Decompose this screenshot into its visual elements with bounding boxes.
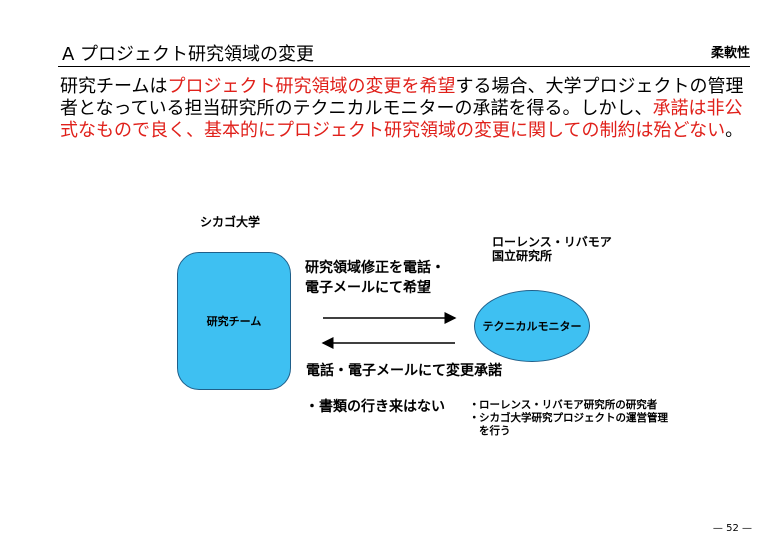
para-segment: する場合、大学プロジェクトの管理者となっている担当研究所のテクニカルモニターの承… [60,76,744,119]
university-label: シカゴ大学 [200,215,261,229]
para-segment: 。 [725,120,744,141]
request-note-line1: 研究領域修正を電話・ [305,260,445,276]
title-underline [58,66,750,67]
note-text: ローレンス・リバモア研究所の研究者 [479,399,658,411]
monitor-notes: ・ローレンス・リバモア研究所の研究者 ・シカゴ大学研究プロジェクトの運営管理を行… [469,399,669,438]
research-team-box: 研究チーム [177,252,291,390]
lab-label-line1: ローレンス・リバモア [492,235,612,249]
technical-monitor-label: テクニカルモニター [482,320,582,333]
main-paragraph: 研究チームはプロジェクト研究領域の変更を希望する場合、大学プロジェクトの管理者と… [60,76,760,142]
bullet: ・ [469,399,480,411]
para-segment-highlight: 承諾は非公式なもので良く、基本的にプロジェクト研究領域の変更に関しての制約は殆ど… [60,98,743,141]
technical-monitor-oval: テクニカルモニター [474,290,590,362]
list-item: ・シカゴ大学研究プロジェクトの運営管理を行う [469,412,669,438]
reply-note: 電話・電子メールにて変更承諾 [306,363,502,379]
page-number: — 52 — [712,523,752,534]
para-segment: 研究チームは [60,76,168,97]
lab-label: ローレンス・リバモア 国立研究所 [492,235,612,263]
no-paperwork-note: ・書類の行き来はない [305,399,445,415]
request-note-line2: 電子メールにて希望 [305,280,431,296]
research-team-label: 研究チーム [206,315,262,328]
bullet: ・ [469,412,480,424]
slide-title: A プロジェクト研究領域の変更 [62,44,315,65]
list-item: ・ローレンス・リバモア研究所の研究者 [469,399,669,412]
lab-label-line2: 国立研究所 [492,249,553,263]
request-note: 研究領域修正を電話・ 電子メールにて希望 [305,258,445,298]
topic-badge: 柔軟性 [710,46,750,61]
para-segment-highlight: プロジェクト研究領域の変更を希望 [167,76,456,97]
note-text: シカゴ大学研究プロジェクトの運営管理を行う [479,412,668,437]
